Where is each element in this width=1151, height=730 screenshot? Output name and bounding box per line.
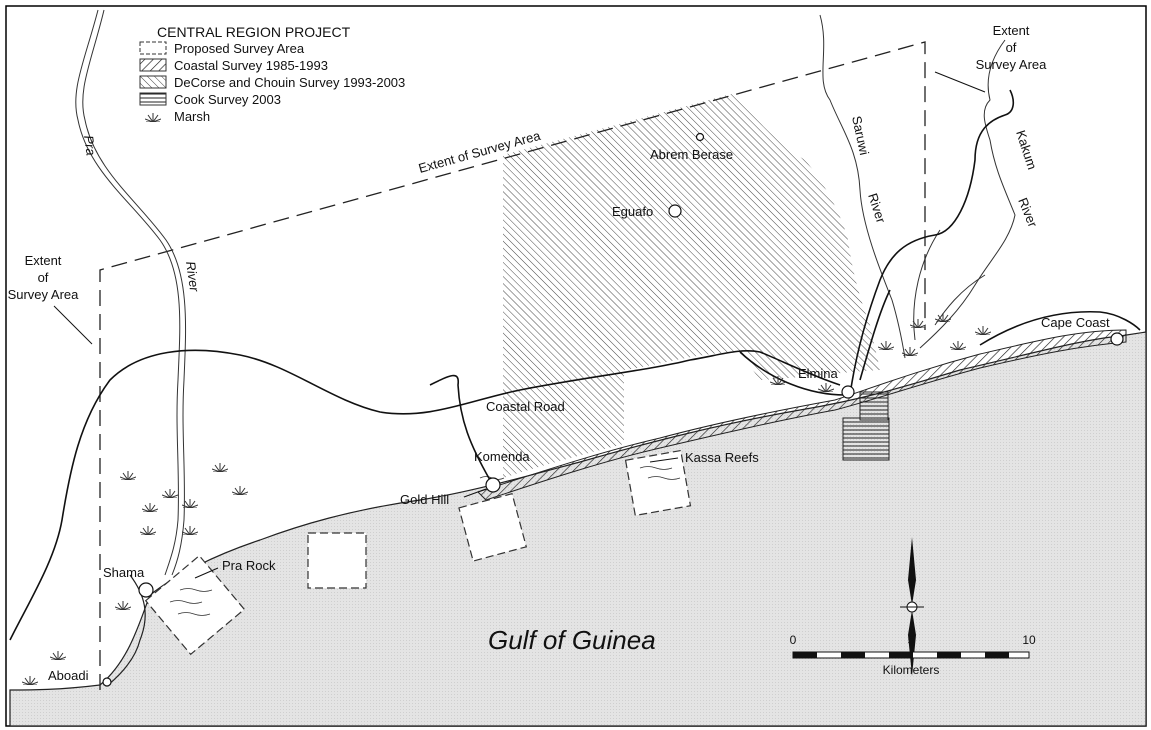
sea-label: Gulf of Guinea	[488, 625, 656, 655]
pra-river-label-lower: River	[183, 260, 202, 293]
scale-tick-5: 5	[908, 633, 915, 647]
pra-river	[75, 9, 181, 576]
town-marker-cape-coast	[1110, 332, 1124, 346]
legend-swatch-proposed	[139, 41, 167, 55]
leader-extent-right	[934, 71, 986, 93]
town-marker-shama	[138, 582, 154, 598]
north-arrow-north	[908, 537, 916, 605]
scale-tick-10: 10	[1022, 633, 1036, 647]
saruwi-river	[819, 14, 906, 359]
reef-mark	[639, 466, 673, 470]
scale-bar-segment	[937, 652, 961, 658]
extent-right-line-1: Extent	[993, 23, 1030, 38]
pra-river-label-upper: Pra	[81, 134, 99, 156]
pra-rock-label: Pra Rock	[222, 558, 276, 573]
scale-bar-segment	[841, 652, 865, 658]
decorse-survey-area	[503, 93, 880, 478]
north-arrow	[900, 537, 924, 676]
komenda-label: Komenda	[474, 449, 530, 464]
legend-label-coastal: Coastal Survey 1985-1993	[174, 58, 328, 73]
legend-label-marsh: Marsh	[174, 109, 210, 124]
coastal-road	[9, 349, 841, 641]
leader-pra-rock	[194, 567, 219, 579]
extent-left-line-1: Extent	[25, 253, 62, 268]
road-komenda-branch	[429, 374, 491, 481]
legend: CENTRAL REGION PROJECT Proposed Survey A…	[139, 24, 405, 124]
scale-bar: 0 5 10 Kilometers	[790, 633, 1036, 677]
shama-label: Shama	[103, 565, 145, 580]
coastal-road-label: Coastal Road	[486, 399, 565, 414]
legend-swatch-coastal	[139, 58, 167, 72]
legend-label-proposed: Proposed Survey Area	[174, 41, 305, 56]
survey-extent-boundary	[99, 41, 926, 690]
scale-bar-segment	[793, 652, 817, 658]
proposed-box-kassa	[624, 449, 692, 517]
coastal-survey-strip	[477, 329, 1127, 501]
cook-survey-block	[859, 391, 889, 421]
legend-swatch-cook	[139, 92, 167, 106]
kakum-river	[919, 39, 1016, 349]
river-tributary	[934, 274, 986, 326]
proposed-box-pra-rock	[144, 554, 246, 656]
cape-coast-label: Cape Coast	[1041, 315, 1110, 330]
reef-mark	[169, 600, 203, 604]
road-cape-coast	[979, 310, 1141, 346]
reef-mark	[647, 476, 681, 480]
scale-unit: Kilometers	[883, 663, 940, 677]
north-arrow-south	[908, 610, 916, 676]
reef-mark	[177, 612, 211, 616]
elmina-label: Elmina	[798, 366, 839, 381]
town-marker-aboadi	[102, 677, 112, 687]
gold-hill-label: Gold Hill	[400, 492, 449, 507]
abrem-berase-label: Abrem Berase	[650, 147, 733, 162]
proposed-box-west	[307, 532, 367, 589]
town-marker-komenda	[485, 477, 501, 493]
extent-right-line-2: of	[1006, 40, 1017, 55]
road-elmina-loop	[739, 351, 846, 396]
cook-survey-block	[842, 417, 890, 461]
scale-tick-0: 0	[790, 633, 797, 647]
eguafo-label: Eguafo	[612, 204, 653, 219]
extent-left-line-2: of	[38, 270, 49, 285]
extent-right-line-3: Survey Area	[976, 57, 1048, 72]
kassa-reefs-label: Kassa Reefs	[685, 450, 759, 465]
aboadi-label: Aboadi	[48, 668, 89, 683]
proposed-box-gold-hill	[458, 492, 528, 562]
scale-bar-segment	[889, 652, 913, 658]
town-marker-eguafo	[668, 204, 682, 218]
leader-kassa	[649, 457, 679, 463]
legend-title: CENTRAL REGION PROJECT	[157, 24, 351, 40]
scale-bar-segment	[985, 652, 1009, 658]
reef-mark	[179, 588, 213, 592]
road-elmina-east	[859, 289, 891, 381]
legend-label-decorse: DeCorse and Chouin Survey 1993-2003	[174, 75, 405, 90]
leader-extent-left	[53, 305, 93, 345]
leader-gold-hill	[463, 488, 487, 498]
extent-left-line-3: Survey Area	[8, 287, 80, 302]
river-tributary	[913, 229, 941, 341]
road-north-elmina	[849, 89, 1015, 396]
town-marker-elmina	[841, 385, 855, 399]
pra-river-bank	[82, 9, 187, 576]
legend-swatch-decorse	[139, 75, 167, 89]
legend-label-cook: Cook Survey 2003	[174, 92, 281, 107]
town-marker-abrem-berase	[695, 132, 705, 142]
